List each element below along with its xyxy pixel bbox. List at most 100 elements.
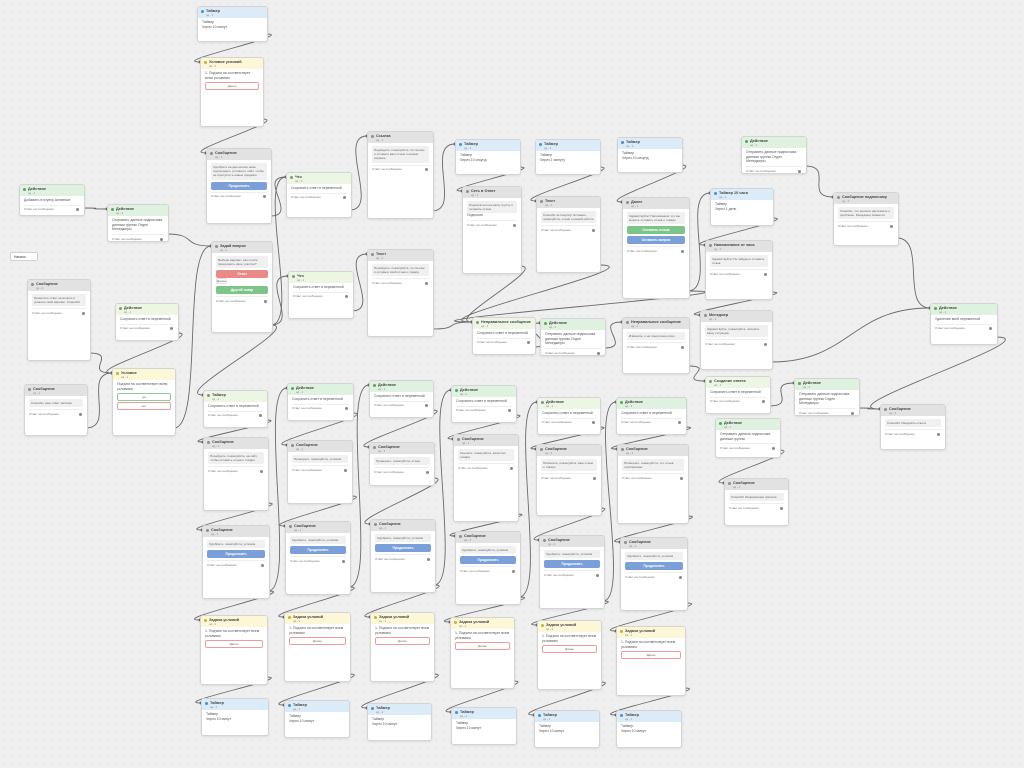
answer-port[interactable]: Ответ на сообщение	[374, 400, 429, 411]
answer-port[interactable]: Ответ на сообщение	[710, 269, 768, 279]
answer-port[interactable]: Ответ на сообщение	[705, 339, 768, 349]
answer-port[interactable]: Ответ на сообщение	[112, 234, 164, 241]
answer-port[interactable]: Ответ на сообщение	[291, 192, 347, 203]
answer-port[interactable]: Ответ на сообщение	[545, 348, 601, 355]
node-button[interactable]: Далее	[216, 278, 228, 285]
answer-port[interactable]: Ответ на сообщение	[627, 342, 685, 352]
condition-branch[interactable]: да	[117, 392, 171, 401]
answer-port[interactable]: Ответ на сообщение	[621, 417, 682, 428]
start-chip[interactable]: Начало	[10, 252, 38, 261]
condition-branch[interactable]: Далее	[205, 639, 263, 648]
answer-port[interactable]: Ответ на сообщение	[374, 467, 430, 477]
answer-port[interactable]: Ответ на сообщение	[460, 566, 516, 576]
answer-port[interactable]: Ответ на сообщение	[372, 164, 429, 175]
answer-port[interactable]: Ответ на сообщение	[120, 323, 174, 334]
node-button[interactable]: Продолжить	[207, 550, 265, 559]
answer-port[interactable]: Ответ на сообщение	[211, 191, 267, 202]
answer-port[interactable]: Ответ на сообщение	[375, 554, 431, 564]
answer-port[interactable]: Ответ на сообщение	[290, 556, 346, 566]
condition-branch[interactable]: Далее	[621, 650, 681, 659]
answer-port[interactable]: Ответ на сообщение	[627, 246, 685, 256]
answer-port[interactable]: Ответ на сообщение	[477, 337, 531, 348]
answer-port[interactable]: Ответ на сообщение	[729, 503, 784, 513]
answer-port[interactable]: Ответ на сообщение	[544, 570, 600, 580]
answer-port[interactable]: Ответ на сообщение	[625, 572, 683, 582]
answer-port[interactable]: Ответ на сообщение	[208, 466, 264, 476]
answer-port[interactable]: Ответ на сообщение	[207, 560, 265, 570]
answer-port[interactable]: Ответ на сообщение	[24, 204, 80, 215]
answer-port[interactable]: Ответ на сообщение	[372, 278, 429, 288]
answer-port[interactable]: Ответ на сообщение	[542, 417, 596, 428]
answer-port[interactable]: Ответ на сообщение	[292, 403, 349, 414]
node-button[interactable]: Другой товар	[216, 286, 268, 295]
answer-port[interactable]: Ответ на сообщение	[208, 410, 263, 421]
condition-branch[interactable]: Далее	[455, 641, 510, 650]
node-button[interactable]: Продолжить	[544, 560, 600, 569]
node-button[interactable]: Продолжить	[625, 562, 683, 571]
answer-port[interactable]: Ответ на сообщение	[458, 463, 514, 473]
node-button[interactable]: Продолжить	[290, 546, 346, 555]
answer-port[interactable]: Ответ на сообщение	[467, 220, 517, 230]
condition-branch[interactable]: Далее	[289, 636, 346, 645]
answer-port[interactable]: Ответ на сообщение	[32, 308, 86, 318]
node-button[interactable]: Оставить вопрос	[627, 236, 685, 245]
answer-port[interactable]: Ответ на сообщение	[838, 221, 894, 231]
answer-port[interactable]: Ответ на сообщение	[746, 166, 802, 173]
answer-port[interactable]: Ответ на сообщение	[292, 465, 348, 475]
node-button[interactable]: Отказ	[216, 270, 268, 279]
answer-port[interactable]: Ответ на сообщение	[720, 443, 776, 453]
node-button[interactable]: Продолжить	[375, 544, 431, 553]
answer-port[interactable]: Ответ на сообщение	[885, 429, 941, 439]
